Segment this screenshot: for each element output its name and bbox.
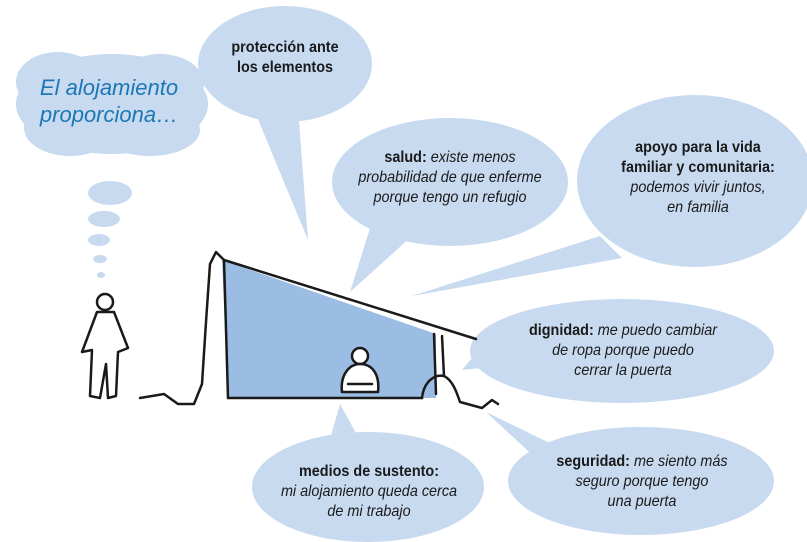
security-line-2: seguro porque tengo: [575, 473, 709, 490]
thought-line-1: El alojamiento: [39, 75, 179, 100]
bubble-dignity: [462, 299, 774, 403]
health-text: salud: existe menos probabilidad de que …: [342, 148, 558, 208]
thought-text: El alojamiento proporciona…: [14, 74, 204, 128]
dignity-line-2: de ropa porque puedo: [552, 342, 694, 359]
seated-person-icon: [340, 346, 380, 394]
health-line-1: existe menos: [430, 149, 516, 166]
health-line-3: porque tengo un refugio: [373, 189, 527, 206]
thought-cloud: [16, 52, 208, 156]
family-line-2: familiar y comunitaria:: [621, 159, 775, 176]
standing-person-icon: [80, 292, 130, 400]
security-text: seguridad: me siento más seguro porque t…: [545, 452, 739, 512]
livelihood-line-2: mi alojamiento queda cerca: [280, 483, 458, 500]
security-line-3: una puerta: [607, 493, 677, 510]
protection-line-2: los elementos: [236, 59, 334, 76]
bubble-security: [486, 412, 774, 535]
bubble-health: [332, 118, 568, 292]
security-lead: seguridad:: [556, 453, 630, 470]
bubble-protection: [198, 6, 372, 240]
dignity-line-3: cerrar la puerta: [574, 362, 672, 379]
bubble-family: [412, 95, 807, 296]
health-lead: salud:: [384, 149, 427, 166]
dignity-lead: dignidad:: [528, 322, 594, 339]
bubble-livelihood: [252, 404, 484, 542]
security-line-1: me siento más: [633, 453, 728, 470]
family-line-3: podemos vivir juntos,: [630, 179, 766, 196]
shelter-drawing: [138, 250, 500, 410]
protection-line-1: protección ante: [231, 39, 339, 56]
livelihood-text: medios de sustento: mi alojamiento queda…: [269, 462, 469, 522]
thought-line-2: proporciona…: [39, 102, 179, 127]
protection-text: protección ante los elementos: [204, 38, 366, 78]
livelihood-line-3: de mi trabajo: [327, 503, 411, 520]
family-line-4: en familia: [667, 199, 729, 216]
thought-dots: [88, 181, 132, 278]
dignity-line-1: me puedo cambiar: [597, 322, 718, 339]
family-text: apoyo para la vida familiar y comunitari…: [601, 138, 795, 218]
livelihood-line-1: medios de sustento:: [298, 463, 440, 480]
dignity-text: dignidad: me puedo cambiar de ropa porqu…: [517, 321, 729, 381]
family-line-1: apoyo para la vida: [635, 139, 761, 156]
health-line-2: probabilidad de que enferme: [358, 169, 542, 186]
